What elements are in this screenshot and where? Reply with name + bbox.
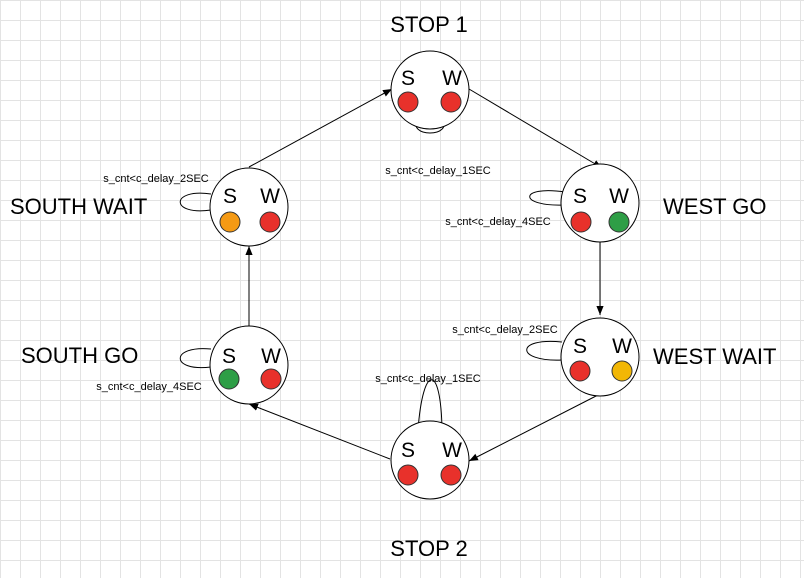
south-light-indicator <box>570 211 592 233</box>
self-loop-south-go <box>180 348 212 369</box>
state-title: SOUTH WAIT <box>10 194 147 219</box>
south-light-label: S <box>401 67 415 90</box>
west-light-label: W <box>442 67 462 90</box>
west-light-indicator <box>260 368 282 390</box>
state-west-wait: S W WEST WAIT s_cnt<c_delay_2SEC <box>452 317 776 397</box>
loop-condition-label: s_cnt<c_delay_4SEC <box>445 216 551 228</box>
south-light-indicator <box>218 368 240 390</box>
transition-stop1-to-west-go <box>468 88 603 169</box>
transition-west-wait-to-stop2 <box>468 394 599 462</box>
state-south-go: S W SOUTH GO s_cnt<c_delay_4SEC <box>21 325 289 405</box>
south-light-label: S <box>573 335 587 358</box>
state-title: STOP 2 <box>390 536 467 561</box>
self-loop-south-wait <box>180 192 212 212</box>
state-title: WEST GO <box>663 194 767 219</box>
state-west-go: S W WEST GO s_cnt<c_delay_4SEC <box>445 163 767 243</box>
west-light-indicator <box>611 360 633 382</box>
self-loop-west-wait <box>526 340 563 361</box>
west-light-indicator <box>608 211 630 233</box>
state-title: SOUTH GO <box>21 343 138 368</box>
loop-condition-label: s_cnt<c_delay_2SEC <box>103 173 209 185</box>
west-light-indicator <box>259 211 281 233</box>
loop-condition-label: s_cnt<c_delay_1SEC <box>385 165 491 177</box>
south-light-label: S <box>573 185 587 208</box>
transition-south-wait-to-stop1 <box>248 88 393 168</box>
self-loop-stop2 <box>417 379 443 431</box>
loop-condition-label: s_cnt<c_delay_2SEC <box>452 324 558 336</box>
west-light-label: W <box>442 439 462 462</box>
south-light-indicator <box>397 91 419 113</box>
state-title: STOP 1 <box>390 12 467 37</box>
south-light-label: S <box>401 439 415 462</box>
state-circle <box>390 50 470 130</box>
west-light-label: W <box>261 345 281 368</box>
state-title: WEST WAIT <box>653 344 776 369</box>
west-light-indicator <box>440 464 462 486</box>
west-light-label: W <box>612 335 632 358</box>
transition-stop2-to-south-go <box>248 403 391 460</box>
transitions <box>245 88 604 462</box>
state-stop1: S W STOP 1 s_cnt<c_delay_1SEC <box>385 12 491 177</box>
west-light-indicator <box>440 91 462 113</box>
state-stop2: S W STOP 2 s_cnt<c_delay_1SEC <box>375 373 481 561</box>
loop-condition-label: s_cnt<c_delay_1SEC <box>375 373 481 385</box>
south-light-indicator <box>219 211 241 233</box>
south-light-indicator <box>569 360 591 382</box>
south-light-label: S <box>222 345 236 368</box>
loop-condition-label: s_cnt<c_delay_4SEC <box>96 381 202 393</box>
self-loop-west-go <box>529 190 566 206</box>
state-south-wait: S W SOUTH WAIT s_cnt<c_delay_2SEC <box>10 167 289 247</box>
south-light-label: S <box>223 185 237 208</box>
west-light-label: W <box>260 185 280 208</box>
west-light-label: W <box>609 185 629 208</box>
south-light-indicator <box>397 464 419 486</box>
